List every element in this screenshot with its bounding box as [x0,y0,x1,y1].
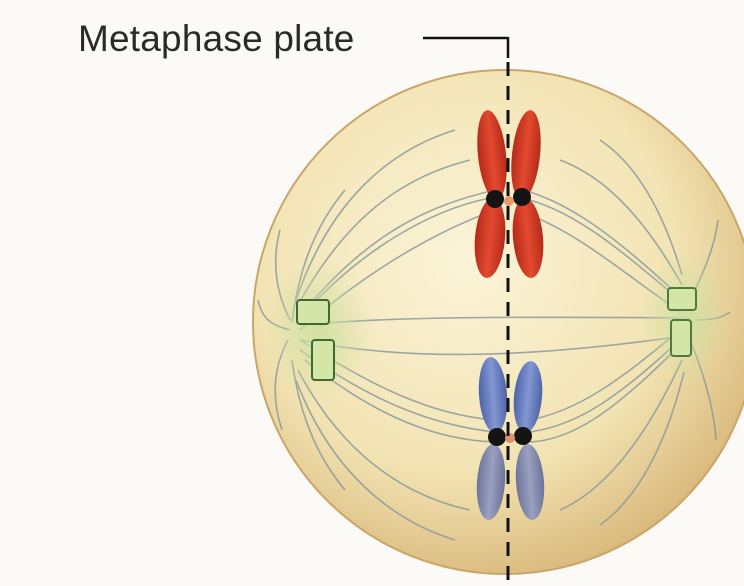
red-centromere-right [513,188,531,206]
right-centriole-vertical [671,320,691,356]
red-centromere-left [486,190,504,208]
left-centriole-horizontal [297,300,329,324]
blue-centromere-left [488,428,506,446]
right-centriole-horizontal [668,288,696,310]
red-centromere-core [504,196,514,206]
right-centrosome [641,253,731,383]
left-centrosome [263,260,373,400]
blue-centromere-right [514,427,532,445]
left-centriole-vertical [312,340,334,380]
